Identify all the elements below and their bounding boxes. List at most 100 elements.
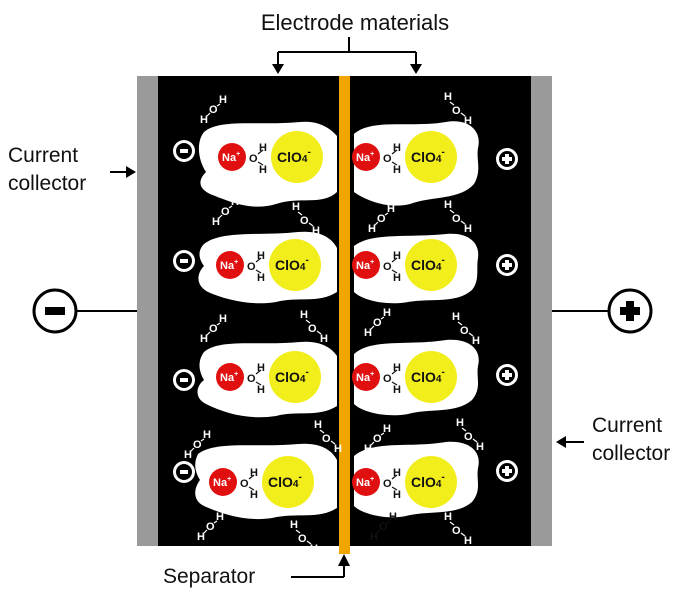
water-hydrogen: H	[444, 199, 452, 211]
hydration-hydrogen: H	[257, 384, 265, 396]
right-current-collector	[531, 76, 552, 546]
water-hydrogen: H	[320, 333, 328, 345]
bracket-arrow-right	[410, 64, 422, 74]
sodium-label: Na+	[356, 151, 374, 164]
water-oxygen: O	[452, 213, 461, 225]
sodium-charge: +	[234, 371, 238, 378]
water-molecule: HOH	[212, 196, 239, 228]
water-hydrogen: H	[364, 327, 372, 339]
hydration-hydrogen: H	[393, 164, 401, 176]
water-hydrogen: H	[464, 535, 472, 547]
sodium-charge: +	[227, 476, 231, 483]
sodium-charge: +	[236, 151, 240, 158]
sodium-cation	[218, 143, 246, 171]
hydration-hydrogen: H	[393, 467, 401, 479]
water-hydrogen: H	[464, 223, 472, 235]
perchlorate-anion	[271, 131, 323, 183]
hydration-hydrogen: H	[257, 250, 265, 262]
water-hydrogen: H	[444, 91, 452, 103]
water-oxygen: O	[209, 323, 218, 335]
sodium-label: Na+	[356, 371, 374, 384]
hydration-oxygen: O	[247, 261, 256, 273]
separator-arrow	[291, 562, 345, 578]
water-oxygen: O	[464, 431, 473, 443]
water-molecule: HOH	[184, 429, 211, 461]
water-oxygen: O	[452, 105, 461, 117]
sodium-cation	[209, 468, 237, 496]
water-molecule: HOH	[200, 313, 227, 345]
water-hydrogen: H	[203, 429, 211, 441]
water-molecule: HOH	[444, 511, 472, 547]
right-collector-label-line1: Current	[592, 414, 662, 437]
hydration-hydrogen: H	[393, 272, 401, 284]
perchlorate-anion	[405, 351, 457, 403]
water-molecule: HOH	[364, 307, 391, 339]
water-molecule: HOH	[368, 203, 395, 235]
sodium-label: Na+	[222, 151, 240, 164]
negative-terminal	[32, 288, 78, 334]
hydration-hydrogen: H	[257, 272, 265, 284]
perchlorate-anion	[405, 239, 457, 291]
electrode-materials-label: Electrode materials	[261, 10, 449, 35]
water-molecule: HOH	[200, 94, 227, 126]
water-molecule: HOH	[290, 519, 318, 555]
water-hydrogen: H	[456, 417, 464, 429]
water-hydrogen: H	[184, 449, 192, 461]
water-hydrogen: H	[200, 333, 208, 345]
water-molecule: HOH	[300, 309, 328, 345]
hydration-oxygen: O	[383, 153, 392, 165]
sodium-label: Na+	[213, 476, 231, 489]
hydration-hydrogen: H	[393, 142, 401, 154]
right-collector-arrow	[556, 436, 584, 448]
water-oxygen: O	[193, 439, 202, 451]
perchlorate-anion	[269, 351, 321, 403]
sodium-charge: +	[370, 476, 374, 483]
separator-label: Separator	[163, 565, 255, 588]
sodium-label: Na+	[356, 476, 374, 489]
hydration-oxygen: O	[383, 373, 392, 385]
sodium-label: Na+	[220, 371, 238, 384]
water-hydrogen: H	[290, 519, 298, 531]
water-oxygen: O	[209, 104, 218, 116]
water-hydrogen: H	[464, 115, 472, 127]
separator	[339, 76, 350, 554]
bracket-arrow-left	[272, 64, 284, 74]
ion-layer: Na+OHHClO4-Na+OHHClO4-Na+OHHClO4-Na+OHHC…	[209, 131, 457, 508]
water-molecule: HOH	[292, 201, 320, 237]
water-hydrogen: H	[370, 531, 378, 543]
sodium-label: Na+	[356, 259, 374, 272]
left-current-collector	[137, 76, 158, 546]
sodium-charge: +	[234, 259, 238, 266]
sodium-cation	[352, 363, 380, 391]
hydration-hydrogen: H	[393, 384, 401, 396]
water-hydrogen: H	[334, 443, 342, 455]
perchlorate-anion	[405, 131, 457, 183]
right-collector-label-line2: collector	[592, 442, 670, 465]
water-hydrogen: H	[292, 201, 300, 213]
water-hydrogen: H	[383, 423, 391, 435]
sodium-cation	[352, 251, 380, 279]
water-molecule: HOH	[197, 511, 224, 543]
hydration-oxygen: O	[249, 153, 258, 165]
water-oxygen: O	[300, 215, 309, 227]
water-hydrogen: H	[310, 543, 318, 555]
water-hydrogen: H	[314, 419, 322, 431]
water-hydrogen: H	[312, 225, 320, 237]
water-hydrogen: H	[300, 309, 308, 321]
water-hydrogen: H	[200, 114, 208, 126]
left-collector-label-line2: collector	[8, 172, 86, 195]
hydration-hydrogen: H	[393, 362, 401, 374]
water-hydrogen: H	[452, 311, 460, 323]
water-hydrogen: H	[219, 313, 227, 325]
hydration-hydrogen: H	[393, 250, 401, 262]
hydration-hydrogen: H	[393, 489, 401, 501]
positive-terminal	[607, 288, 653, 334]
water-oxygen: O	[460, 325, 469, 337]
